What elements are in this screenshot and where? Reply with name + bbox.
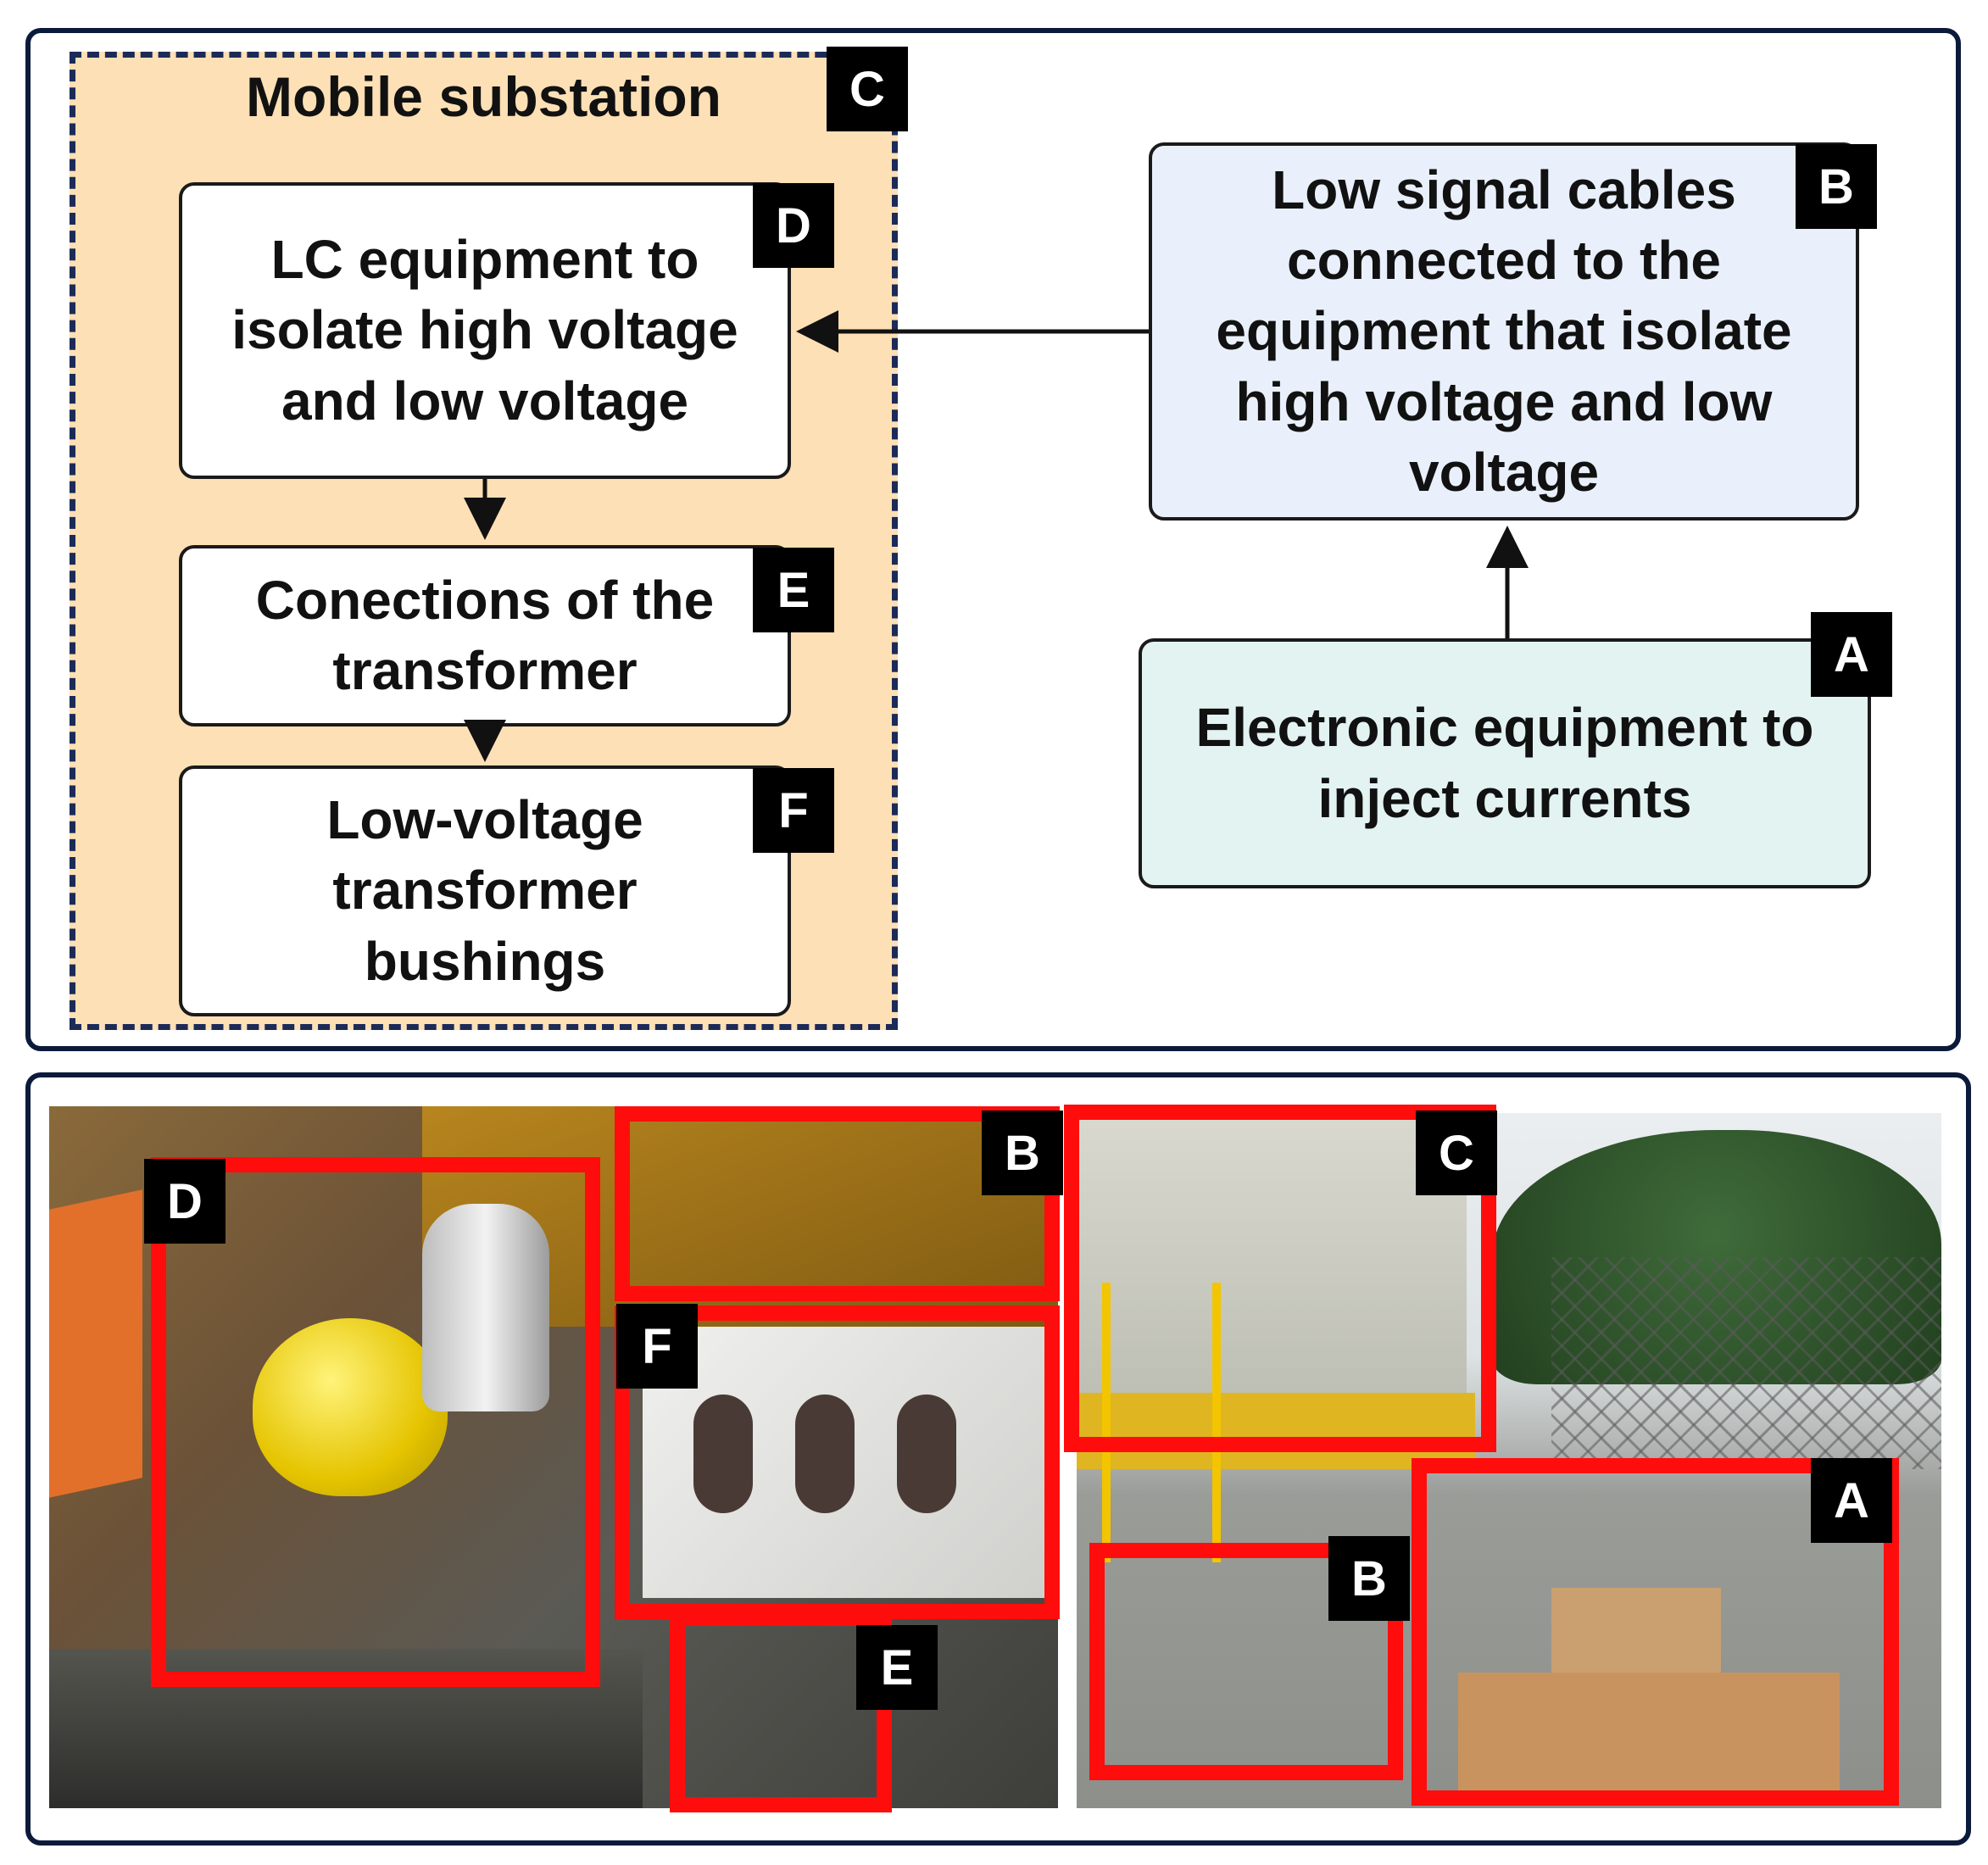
tag-a: A [1811, 612, 1892, 697]
box-lc-equipment-text: LC equipment to isolate high voltage and… [231, 229, 738, 431]
photo-tag-a: A [1811, 1458, 1892, 1543]
photo-yellow-ladder [1102, 1283, 1221, 1562]
photo-tag-c: C [1416, 1111, 1497, 1195]
photo-bushing-1 [693, 1395, 753, 1513]
box-transformer-connections-text: Conections of the transformer [255, 569, 715, 701]
mobile-substation-title: Mobile substation [246, 65, 721, 128]
box-electronic-equipment: Electronic equipment to inject currents [1139, 638, 1871, 888]
tag-b: B [1796, 144, 1877, 229]
photo-wooden-board [1458, 1673, 1840, 1791]
photo-tag-e: E [856, 1625, 938, 1710]
tag-c: C [827, 47, 908, 131]
photo-tag-b-bottom: B [1328, 1536, 1410, 1621]
box-low-signal-cables-text: Low signal cables connected to the equip… [1216, 159, 1792, 503]
photo-fence [1551, 1257, 1941, 1469]
photo-yellow-trailer [1077, 1393, 1475, 1469]
photo-tag-d: D [144, 1159, 226, 1244]
photo-bushing-3 [897, 1395, 956, 1513]
photo-tag-f: F [616, 1304, 698, 1389]
photo-orange-vest [49, 1189, 142, 1498]
box-low-signal-cables: Low signal cables connected to the equip… [1149, 142, 1859, 521]
box-electronic-equipment-text: Electronic equipment to inject currents [1195, 697, 1814, 829]
tag-f: F [753, 768, 834, 853]
tag-d: D [753, 183, 834, 268]
photo-tag-b-top: B [982, 1111, 1063, 1195]
box-transformer-connections: Conections of the transformer [179, 545, 791, 727]
box-lv-bushings-text: Low-voltage transformer bushings [326, 789, 643, 992]
highlight-a [1412, 1458, 1899, 1806]
box-lc-equipment: LC equipment to isolate high voltage and… [179, 182, 791, 479]
highlight-b-bottom [1089, 1543, 1403, 1780]
photo-helmet [253, 1318, 448, 1496]
box-lv-bushings: Low-voltage transformer bushings [179, 765, 791, 1016]
photo-cylinder [422, 1204, 549, 1411]
tag-e: E [753, 548, 834, 632]
photo-bushing-2 [795, 1395, 855, 1513]
highlight-d [151, 1157, 600, 1687]
